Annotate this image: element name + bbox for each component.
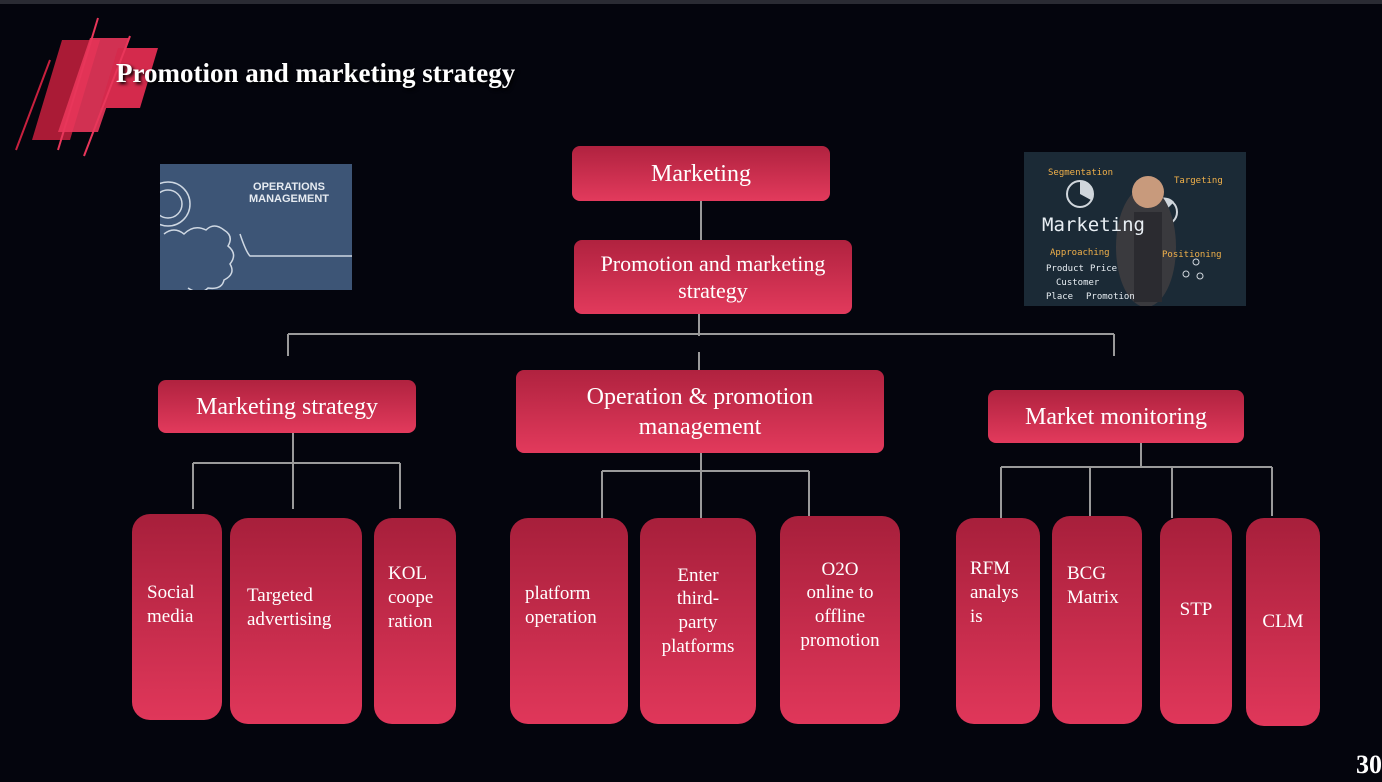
- leaf-text: media: [147, 606, 194, 627]
- operations-caption-line1: OPERATIONS: [253, 181, 325, 193]
- label-approaching: Approaching: [1050, 248, 1110, 258]
- label-place: Place: [1046, 292, 1074, 302]
- leaf-text: KOL: [388, 563, 428, 585]
- leaf-text: O2O: [821, 558, 859, 580]
- market-monitoring-label: Market monitoring: [1025, 403, 1207, 430]
- operation-promotion-label-line2: management: [638, 413, 762, 440]
- label-price: Price: [1090, 264, 1118, 274]
- label-targeting: Targeting: [1174, 176, 1223, 186]
- leaf-text: platforms: [661, 635, 735, 657]
- label-promotion: Promotion: [1086, 292, 1135, 302]
- label-segmentation: Segmentation: [1048, 168, 1114, 178]
- leaf-targeted-advertising: Targeted advertising: [230, 518, 362, 724]
- marketing-graphics-icon: [1066, 176, 1204, 306]
- leaf-text: advertising: [247, 609, 332, 630]
- leaf-social-media: Social media: [132, 514, 222, 720]
- leaf-text: ration: [388, 610, 433, 632]
- leaf-rfm-analysis: RFM analys is: [956, 518, 1040, 724]
- leaf-o2o-promotion: O2O online to offline promotion: [780, 516, 900, 724]
- leaf-text: analys: [970, 582, 1019, 604]
- leaf-clm: CLM: [1246, 518, 1320, 726]
- leaf-text: offline: [814, 606, 866, 627]
- operation-promotion-box: Operation & promotion management: [516, 370, 884, 453]
- leaf-text: STP: [1179, 599, 1213, 620]
- marketing-strategy-label: Marketing strategy: [196, 393, 378, 420]
- label-customer: Customer: [1056, 278, 1100, 288]
- leaf-stp: STP: [1160, 518, 1232, 724]
- page-number: 30: [1356, 750, 1382, 779]
- promotion-strategy-label-line1: Promotion and marketing: [600, 250, 826, 276]
- leaf-text: is: [970, 605, 983, 627]
- leaf-text: RFM: [970, 558, 1011, 580]
- leaf-text: Matrix: [1067, 587, 1119, 608]
- market-monitoring-box: Market monitoring: [988, 390, 1244, 443]
- operations-management-image: OPERATIONS MANAGEMENT: [160, 164, 352, 290]
- leaf-text: platform: [525, 583, 591, 605]
- gears-icon: [160, 181, 352, 290]
- leaf-text: Targeted: [247, 585, 313, 607]
- leaf-text: CLM: [1262, 611, 1304, 632]
- leaf-text: BCG: [1067, 563, 1107, 585]
- leaf-text: online to: [806, 582, 874, 604]
- operation-promotion-label-line1: Operation & promotion: [586, 383, 814, 410]
- label-positioning: Positioning: [1162, 250, 1222, 260]
- marketing-strategy-box: Marketing strategy: [158, 380, 416, 433]
- leaf-platform-operation: platform operation: [510, 518, 628, 724]
- leaf-text: Enter: [677, 564, 719, 586]
- marketing-photo-image: Segmentation Targeting Marketing Approac…: [1024, 152, 1246, 306]
- leaf-text: coope: [388, 587, 434, 609]
- operations-caption-line2: MANAGEMENT: [248, 193, 330, 206]
- leaf-text: party: [678, 612, 718, 633]
- leaf-bcg-matrix: BCG Matrix: [1052, 516, 1142, 724]
- leaf-text: Social: [147, 582, 195, 604]
- leaf-kol-cooperation: KOL coope ration: [374, 518, 456, 724]
- leaf-text: third-: [676, 588, 720, 610]
- marketing-word: Marketing: [1042, 214, 1145, 236]
- slide-title: Promotion and marketing strategy: [116, 58, 516, 88]
- decorative-stripes-icon: [15, 17, 158, 157]
- leaf-text: promotion: [800, 629, 880, 651]
- promotion-strategy-box: Promotion and marketing strategy: [574, 240, 852, 314]
- operations-caption: OPERATIONS MANAGEMENT: [234, 181, 344, 205]
- promotion-strategy-label-line2: strategy: [678, 278, 748, 303]
- label-product: Product: [1046, 264, 1084, 274]
- leaf-third-party-platforms: Enter third- party platforms: [640, 518, 756, 724]
- marketing-root-label: Marketing: [651, 160, 751, 187]
- marketing-root-box: Marketing: [572, 146, 830, 201]
- top-border-line: [0, 0, 1382, 4]
- leaf-text: operation: [525, 607, 597, 628]
